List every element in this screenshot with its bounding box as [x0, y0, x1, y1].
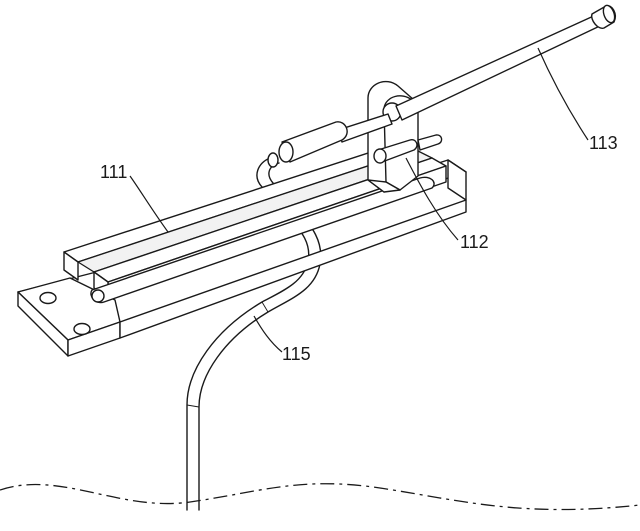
mounting-hole [73, 322, 91, 336]
label-111: 111 [100, 162, 127, 182]
label-112: 112 [460, 232, 489, 252]
leader-111 [129, 175, 169, 233]
label-115: 115 [282, 344, 311, 364]
mounting-hole [39, 291, 57, 305]
rail-channel [63, 141, 447, 304]
push-rod [267, 4, 616, 168]
ground-line [0, 483, 640, 511]
leader-115 [253, 315, 283, 353]
leader-113 [537, 47, 589, 141]
leaders [129, 47, 589, 353]
label-113: 113 [589, 133, 618, 153]
leader-112 [405, 157, 459, 241]
